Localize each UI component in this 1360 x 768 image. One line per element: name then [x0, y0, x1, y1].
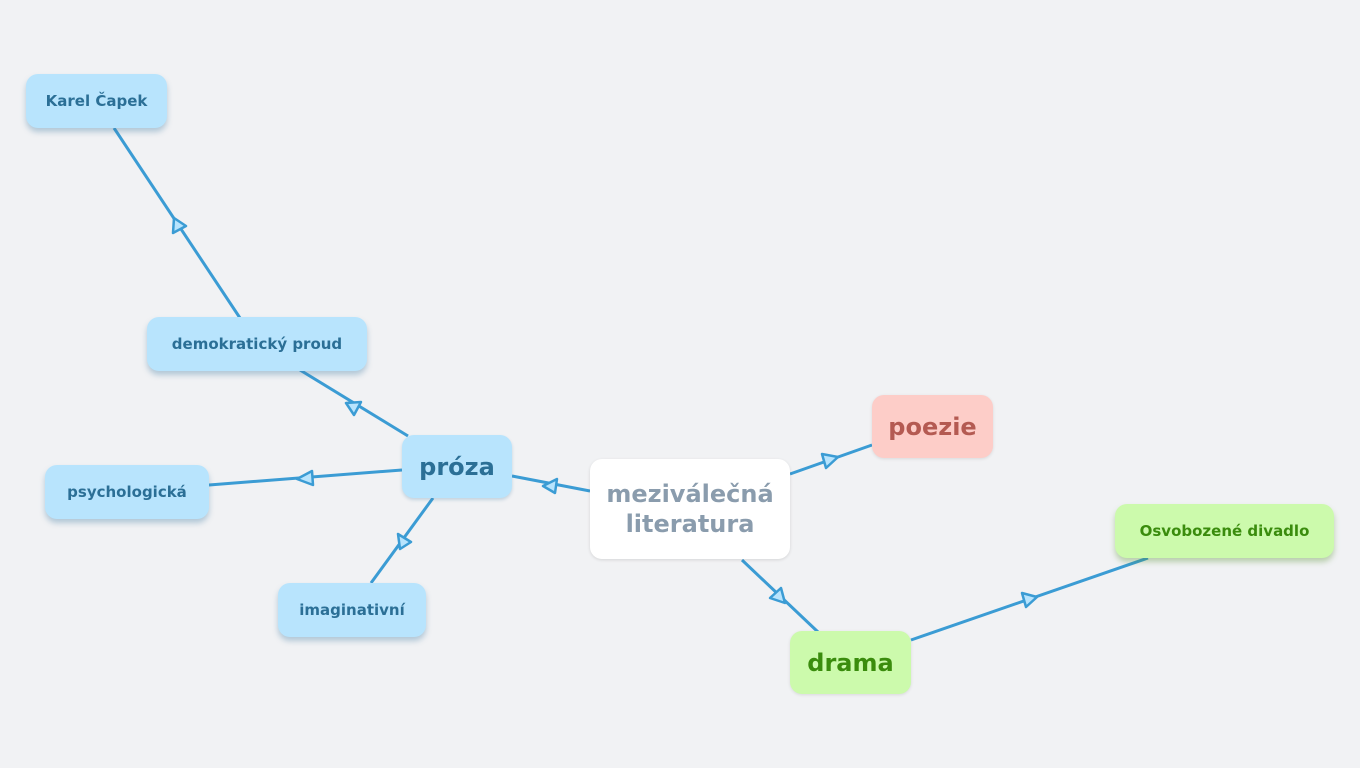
node-label: próza — [419, 452, 495, 481]
root-node-mezivalecna-literatura[interactable]: meziválečná literatura — [590, 459, 790, 559]
node-label: Karel Čapek — [45, 92, 148, 110]
arrow-icon — [768, 586, 787, 605]
node-label: drama — [807, 648, 894, 677]
node-drama[interactable]: drama — [790, 631, 911, 694]
arrow-icon — [171, 216, 188, 235]
node-demokraticky-proud[interactable]: demokratický proud — [147, 317, 367, 371]
arrow-icon — [344, 400, 363, 417]
node-imaginativni[interactable]: imaginativní — [278, 583, 426, 637]
node-label: imaginativní — [299, 601, 405, 619]
node-psychologicka[interactable]: psychologická — [45, 465, 209, 519]
arrow-icon — [820, 452, 840, 470]
arrow-icon — [541, 477, 559, 495]
arrow-icon — [1020, 591, 1039, 609]
node-proza[interactable]: próza — [402, 435, 512, 498]
root-label-line1: meziválečná — [606, 480, 774, 508]
node-karel-capek[interactable]: Karel Čapek — [26, 74, 167, 128]
arrow-icon — [295, 469, 315, 487]
arrow-icon — [396, 532, 413, 551]
root-label-line2: literatura — [625, 510, 755, 538]
node-label: Osvobozené divadlo — [1139, 522, 1310, 540]
node-label: psychologická — [67, 483, 187, 501]
node-label: poezie — [888, 412, 977, 441]
node-osvobozene-divadlo[interactable]: Osvobozené divadlo — [1115, 504, 1334, 558]
node-label: demokratický proud — [171, 335, 343, 353]
node-poezie[interactable]: poezie — [872, 395, 993, 458]
